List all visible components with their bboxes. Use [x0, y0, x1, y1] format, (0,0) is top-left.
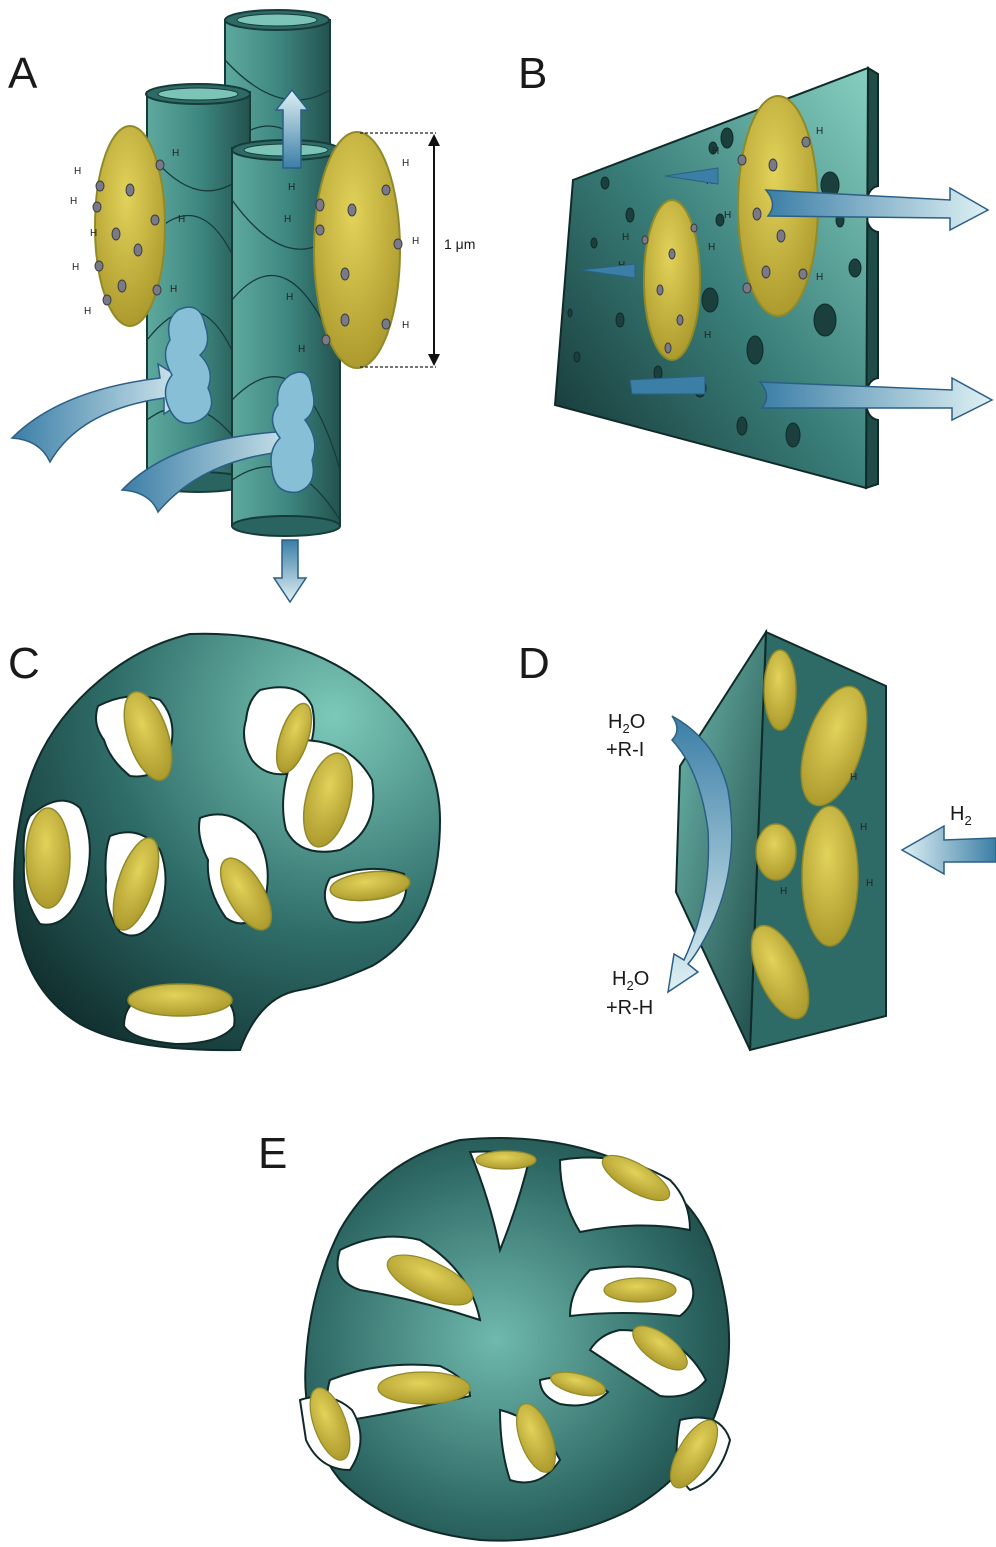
hydrogen-label: H	[412, 236, 419, 247]
hydrogen-label: H	[284, 214, 291, 225]
hydrogen-inflow-arrow	[902, 826, 996, 874]
hydrogen-label: H	[850, 772, 857, 783]
hydrogen-label: H	[402, 158, 409, 169]
hydrogen-label: H	[704, 330, 711, 341]
bacterial-cell	[93, 126, 165, 326]
outlet-label: H2O	[612, 968, 649, 993]
panel-a-letter: A	[8, 49, 38, 98]
hydrogen-label: H	[288, 182, 295, 193]
inlet-label: H2O	[608, 711, 645, 736]
hydrogen-label: H	[72, 262, 79, 273]
scale-bar-label: 1 μm	[444, 236, 475, 252]
panel-e: E	[258, 1129, 730, 1541]
panel-b-letter: B	[518, 49, 547, 98]
bacterial-cell	[476, 1151, 536, 1169]
hydrogen-label: H	[712, 146, 719, 157]
hydrogen-label: H	[780, 886, 787, 897]
hydrogen-label: H	[816, 272, 823, 283]
hydrogen-label: H	[70, 196, 77, 207]
flow-out-down-arrow	[274, 540, 306, 602]
panel-e-letter: E	[258, 1129, 287, 1178]
bacterial-cell	[314, 132, 402, 368]
bacterial-cell	[764, 650, 796, 730]
panel-c: C	[8, 634, 440, 1050]
hydrogen-label: H	[622, 232, 629, 243]
hydrogen-label: H	[90, 228, 97, 239]
hydrogen-label: H	[74, 166, 81, 177]
bacterial-cell	[802, 806, 858, 946]
hydrogen-label: H	[286, 292, 293, 303]
panel-c-letter: C	[8, 639, 40, 688]
bacterial-cell	[604, 1278, 676, 1302]
hydrogen-label: H	[84, 306, 91, 317]
hydrogen-label: H	[178, 214, 185, 225]
hydrogen-label: H	[170, 284, 177, 295]
panel-a: A	[8, 10, 475, 602]
panel-d-letter: D	[518, 639, 550, 688]
outlet-label: +R-H	[606, 997, 653, 1019]
hydrogen-label: H	[866, 878, 873, 889]
panel-b: B	[518, 49, 992, 488]
panel-d: D H H H H H2 H2O +R-I H2O +R-H	[518, 632, 996, 1050]
bacterial-cell	[26, 808, 70, 908]
hydrogen-label: H	[298, 344, 305, 355]
hydrogen-label: H	[402, 320, 409, 331]
bacterial-cell	[756, 824, 796, 880]
substrate-blob	[165, 307, 211, 423]
hydrogen-label: H	[816, 126, 823, 137]
hydrogen-label: H	[860, 822, 867, 833]
inlet-label: +R-I	[606, 739, 644, 761]
bacterial-cell	[378, 1372, 470, 1404]
bacterial-cell	[128, 984, 232, 1016]
hydrogen-label: H	[724, 210, 731, 221]
hydrogen-label: H	[172, 148, 179, 159]
hydrogen-label: H2	[950, 803, 972, 828]
hydrogen-label: H	[708, 242, 715, 253]
